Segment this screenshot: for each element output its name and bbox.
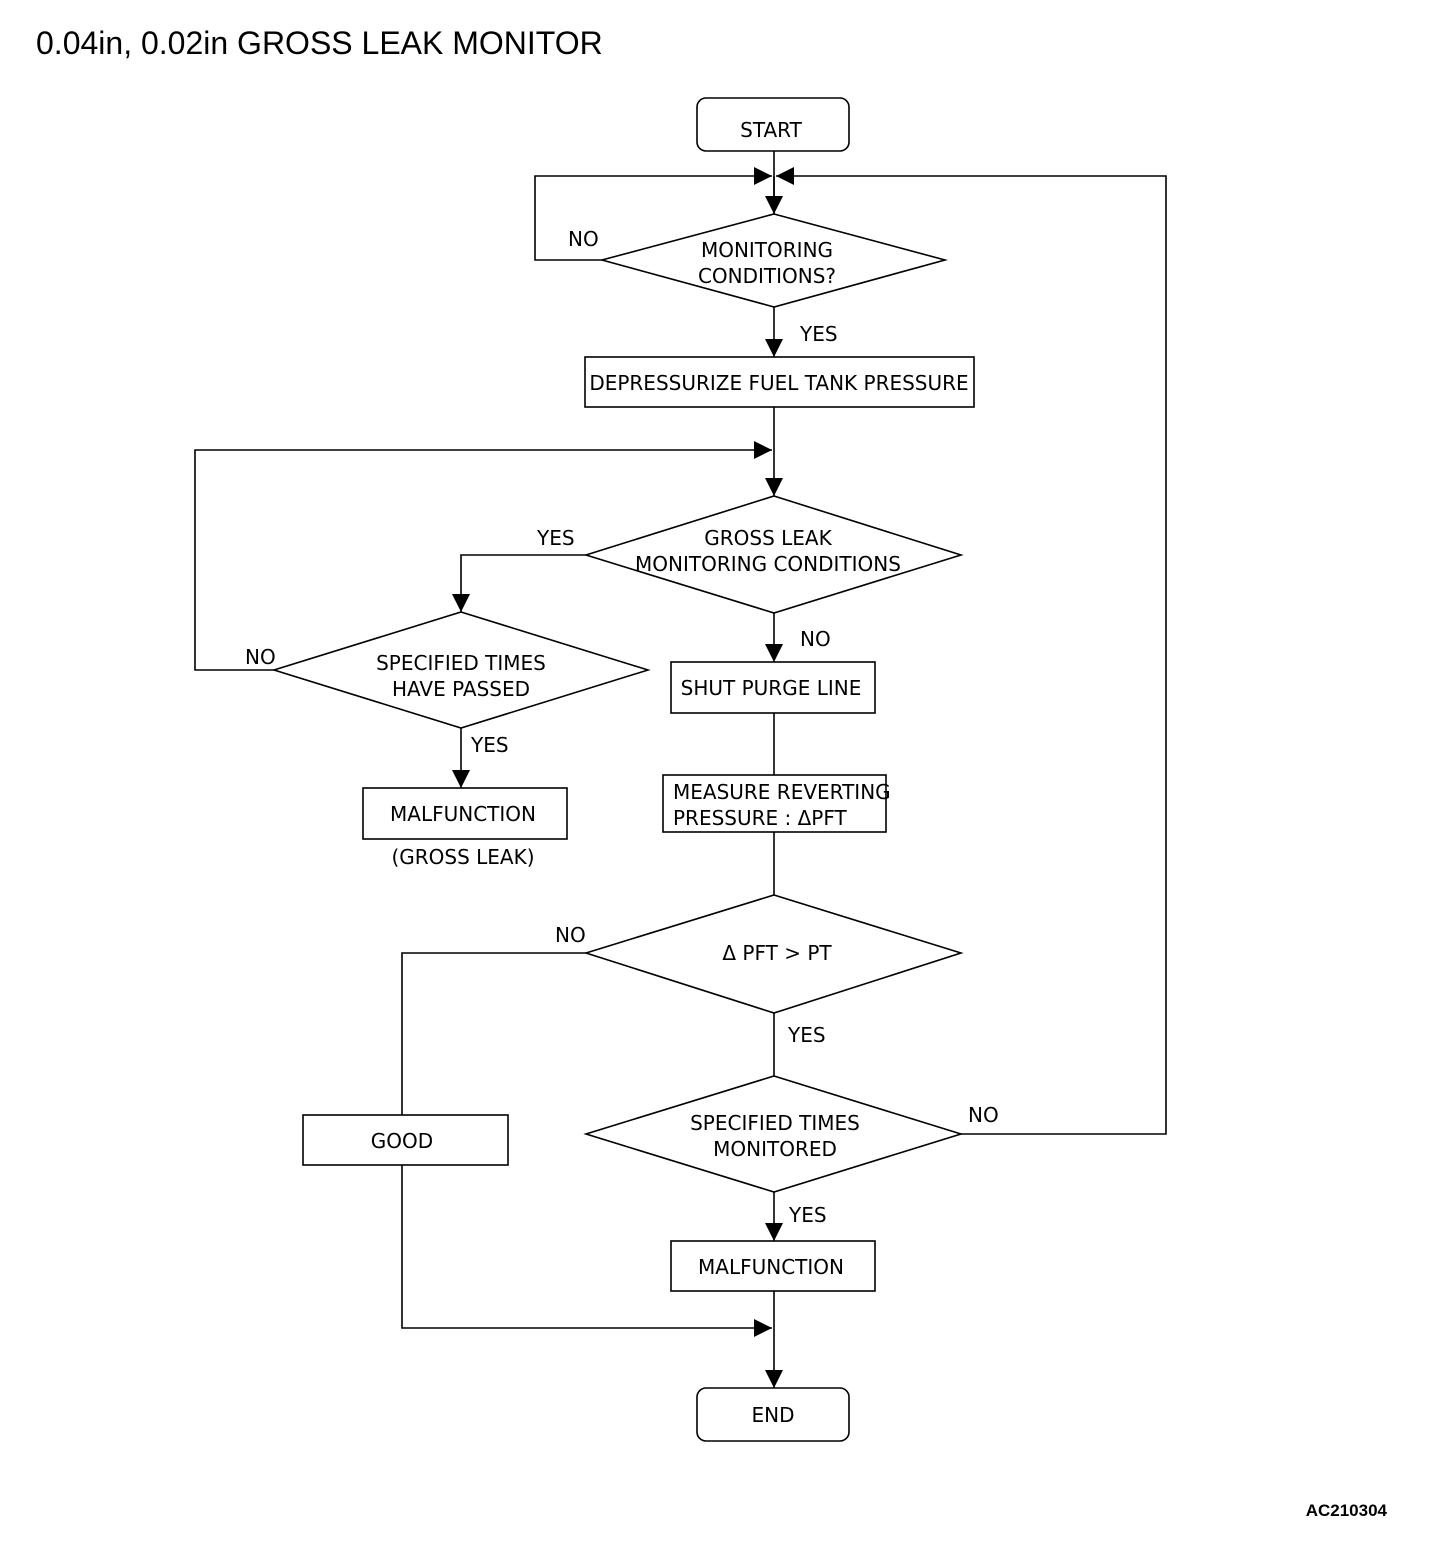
measure-reverting-label-line1: MEASURE REVERTING <box>673 780 891 804</box>
page-title: 0.04in, 0.02in GROSS LEAK MONITOR <box>36 25 603 61</box>
delta-pft-decision: Δ PFT > PT <box>583 894 964 1014</box>
edge-label-delta-yes: YES <box>787 1023 826 1047</box>
specified-times-passed-label-line1: SPECIFIED TIMES <box>376 651 546 675</box>
edge-label-gross-yes: YES <box>536 526 575 550</box>
edge-label-monitoring-no: NO <box>568 227 599 251</box>
good-process: GOOD <box>302 1114 509 1166</box>
specified-times-passed-decision: SPECIFIED TIMES HAVE PASSED <box>271 611 651 729</box>
monitoring-conditions-label-line1: MONITORING <box>701 238 833 262</box>
connector-delta-no <box>401 952 586 1115</box>
connector-monitoring-no-loop <box>534 167 772 261</box>
specified-times-monitored-label-line2: MONITORED <box>713 1137 837 1161</box>
gross-leak-conditions-label-line1: GROSS LEAK <box>704 526 832 550</box>
gross-leak-conditions-label-line2: MONITORING CONDITIONS <box>635 552 901 576</box>
end-label: END <box>752 1403 795 1427</box>
connector-monitored-no-loop <box>776 167 1167 1135</box>
malfunction-gross-label: MALFUNCTION <box>390 802 536 826</box>
edge-label-monitoring-yes: YES <box>799 322 838 346</box>
depressurize-label: DEPRESSURIZE FUEL TANK PRESSURE <box>589 371 968 395</box>
gross-leak-conditions-decision: GROSS LEAK MONITORING CONDITIONS <box>583 495 964 614</box>
shut-purge-process: SHUT PURGE LINE <box>670 661 876 714</box>
connectors <box>194 151 1167 1388</box>
specified-times-passed-label-line2: HAVE PASSED <box>392 677 530 701</box>
specified-times-monitored-label-line1: SPECIFIED TIMES <box>690 1111 860 1135</box>
start-label: START <box>740 118 802 142</box>
specified-times-monitored-decision: SPECIFIED TIMES MONITORED <box>583 1075 964 1193</box>
measure-reverting-process: MEASURE REVERTING PRESSURE : ΔPFT <box>662 774 891 833</box>
edge-label-monitored-no: NO <box>968 1103 999 1127</box>
monitoring-conditions-label-line2: CONDITIONS? <box>698 264 836 288</box>
edge-label-passed-no: NO <box>245 645 276 669</box>
edge-label-passed-yes: YES <box>470 733 509 757</box>
shut-purge-label: SHUT PURGE LINE <box>681 676 862 700</box>
connector-good-to-end <box>401 1165 772 1337</box>
connector-gross-yes <box>452 554 586 612</box>
malfunction-gross-process: MALFUNCTION <box>362 787 568 840</box>
figure-code: AC210304 <box>1306 1501 1388 1520</box>
start-node: START <box>696 97 850 152</box>
measure-reverting-label-line2: PRESSURE : ΔPFT <box>673 806 848 830</box>
malfunction-label: MALFUNCTION <box>698 1255 844 1279</box>
edge-label-monitored-yes: YES <box>788 1203 827 1227</box>
gross-leak-note: (GROSS LEAK) <box>391 845 534 869</box>
depressurize-process: DEPRESSURIZE FUEL TANK PRESSURE <box>584 356 975 408</box>
delta-pft-label: Δ PFT > PT <box>722 941 832 965</box>
monitoring-conditions-decision: MONITORING CONDITIONS? <box>598 213 949 308</box>
edge-label-gross-no: NO <box>800 627 831 651</box>
connector-passed-no-loop <box>194 441 772 671</box>
good-label: GOOD <box>371 1129 433 1153</box>
malfunction-process: MALFUNCTION <box>670 1240 876 1292</box>
end-node: END <box>696 1387 850 1442</box>
edge-label-delta-no: NO <box>555 923 586 947</box>
